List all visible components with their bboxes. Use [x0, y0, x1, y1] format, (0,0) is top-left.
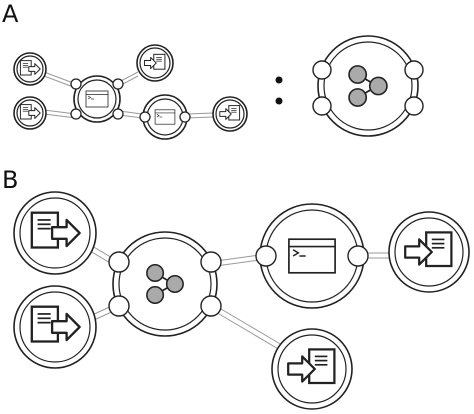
- share-node: [108, 231, 222, 337]
- share-node: [312, 35, 424, 137]
- output-node: [388, 211, 470, 293]
- input-node: [13, 96, 47, 130]
- terminal-node: [70, 75, 124, 123]
- input-node: [13, 191, 97, 275]
- terminal-icon: [154, 109, 176, 125]
- terminal-node: [255, 203, 369, 309]
- panel-label-a: A: [2, 0, 19, 28]
- panel-a-links: [43, 71, 214, 119]
- input-node: [13, 52, 47, 86]
- equivalence-colon: [275, 76, 283, 105]
- terminal-icon: [288, 238, 336, 274]
- terminal-node: [139, 94, 191, 140]
- output-node: [271, 328, 353, 410]
- output-node: [136, 44, 174, 82]
- terminal-icon: [85, 90, 109, 108]
- input-node: [13, 285, 97, 369]
- output-node: [212, 96, 248, 132]
- panel-label-b: B: [2, 166, 18, 194]
